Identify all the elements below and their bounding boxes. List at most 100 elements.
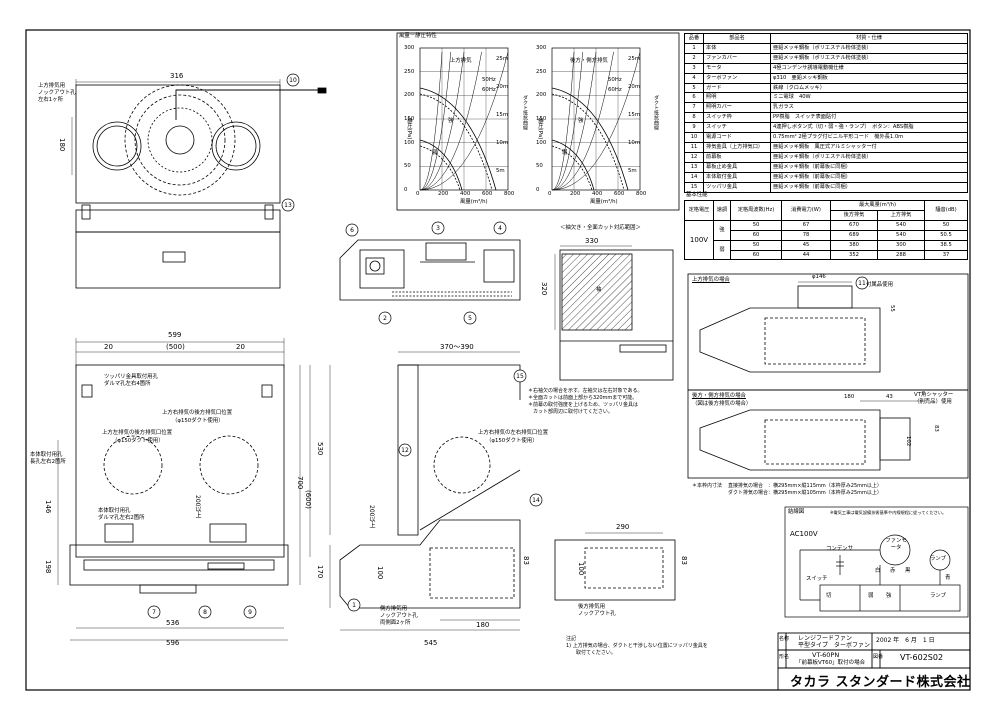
chart-curve-strong bbox=[419, 87, 497, 191]
accessory-label: 付属品使用 bbox=[866, 282, 893, 288]
dim-290: 290 bbox=[616, 523, 630, 531]
chart-left-side-label: ダクト抵抗曲線 bbox=[522, 95, 528, 130]
rear-exhaust-view bbox=[687, 389, 969, 479]
dim-180-top: 180 bbox=[58, 138, 66, 152]
chart-left-strong: 強 bbox=[448, 118, 454, 124]
dim-146: 146 bbox=[44, 500, 52, 514]
cut-note-4: カット部周辺に取付けてください。 bbox=[528, 409, 613, 415]
part-material: 亜鉛メッキ鋼板（ポリエステル粉体塗装） bbox=[770, 52, 968, 64]
callout-number: 4 bbox=[498, 225, 502, 232]
chart-curve-weak-60 bbox=[419, 145, 461, 191]
part-material: 乳ガラス bbox=[770, 102, 968, 114]
rear-exhaust-note: （図は後方排気の場合） bbox=[692, 401, 752, 407]
callout-circle bbox=[243, 605, 257, 619]
callout-circle bbox=[378, 311, 392, 325]
perf-cell: 380 bbox=[830, 239, 878, 251]
chart-y-tick: 0 bbox=[536, 187, 540, 193]
chart-length-label: 10m bbox=[496, 140, 509, 146]
cut-title: ＜袖欠き・全面カット対応範囲＞ bbox=[560, 225, 641, 231]
dim-55: 55 bbox=[889, 305, 895, 312]
front-rear-2: （φ150ダクト使用） bbox=[172, 418, 224, 424]
front-label-2: ダルマ孔左右4箇所 bbox=[104, 381, 151, 387]
chart-x-tick: 400 bbox=[592, 191, 603, 197]
callout-circle bbox=[398, 443, 412, 457]
part-name: ターボファン bbox=[703, 72, 771, 84]
part-no: 6 bbox=[684, 92, 704, 104]
knock-label-4: 後方排気用 bbox=[578, 604, 605, 610]
title-block-frame bbox=[777, 632, 971, 691]
dim-500: (500) bbox=[166, 343, 185, 351]
part-name: ファンカバー bbox=[703, 52, 771, 64]
parts-header-material: 材質・仕様 bbox=[770, 33, 968, 44]
wiring-lamp: ランプ bbox=[930, 556, 947, 562]
chart-left-series: 上方排気 bbox=[450, 58, 472, 64]
callout-number: 2 bbox=[383, 315, 387, 322]
wiring-off: 切 bbox=[826, 593, 832, 599]
section-view bbox=[339, 239, 521, 301]
cut-range-view bbox=[554, 245, 674, 381]
callout-number: 14 bbox=[532, 497, 540, 504]
rear-exhaust-title: 後方・側方排気の場合 bbox=[692, 393, 746, 399]
chart-x-tick: 0 bbox=[548, 191, 552, 197]
chart-left-legend-50: 50Hz bbox=[482, 77, 496, 83]
chart-length-label: 25m bbox=[628, 56, 641, 62]
title-drawing-label: 図番 bbox=[873, 654, 884, 660]
wiring-white: 白 bbox=[875, 568, 881, 574]
chart-y-tick: 50 bbox=[404, 163, 411, 170]
chart-curve-weak bbox=[551, 139, 595, 191]
perf-cell: 50 bbox=[730, 219, 782, 231]
part-name: スイッチ bbox=[703, 122, 771, 134]
perf-cell: 67 bbox=[781, 219, 831, 231]
callout-number: 3 bbox=[436, 225, 440, 232]
knock-label-1: 側方排気用 bbox=[380, 606, 407, 612]
callout-circle bbox=[345, 223, 359, 237]
caution-1: 注記 bbox=[566, 636, 577, 642]
performance-header: 定格電圧 速調 定格周波数(Hz) 消費電力(W) 最大風量(m³/h) 騒音(… bbox=[684, 200, 968, 221]
callout-circle bbox=[493, 221, 507, 235]
chart-right-weak: 弱 bbox=[562, 150, 568, 156]
rear-view bbox=[554, 532, 676, 601]
top-exhaust-view bbox=[687, 273, 969, 391]
chart-y-tick: 300 bbox=[404, 45, 415, 51]
perf-cell: 50 bbox=[730, 239, 782, 251]
part-material: φ310 亜鉛メッキ鋼板 bbox=[770, 72, 968, 84]
dim-180-right: 180 bbox=[844, 394, 855, 400]
frame-duct: ダクト排気の場合：横295mm×縦105mm（本枠厚み25mm以上） bbox=[728, 490, 882, 496]
chart-y-tick: 200 bbox=[536, 92, 547, 99]
chart-duct-curve bbox=[551, 51, 597, 191]
dim-20-right: 20 bbox=[236, 343, 245, 351]
dim-180-side: 180 bbox=[476, 621, 490, 629]
frame-label: ＊本枠内寸法 bbox=[692, 483, 723, 489]
chart-y-tick: 200 bbox=[404, 92, 415, 99]
title-date: 2002 年 6 月 1 日 bbox=[876, 637, 935, 644]
callout-circle bbox=[281, 198, 295, 212]
part-no: 1 bbox=[684, 42, 704, 54]
cut-note-1: ＊右袖欠の場合を示す。左袖欠は左右対象である。 bbox=[528, 388, 643, 394]
part-material: 0.75mm² 2極プラグ付ビニル平形コード 機外長1.0m bbox=[770, 132, 968, 143]
chart-length-label: 5m bbox=[496, 168, 505, 174]
dim-200-front: 200以上 bbox=[194, 495, 201, 519]
perf-weak: 弱 bbox=[713, 239, 731, 261]
dim-102: 102 bbox=[905, 436, 911, 447]
perf-cell: 50.5 bbox=[924, 229, 968, 241]
dim-596: 596 bbox=[166, 639, 180, 647]
perf-h-airflow: 最大風量(m³/h) bbox=[830, 200, 925, 211]
chart-duct-curve bbox=[419, 51, 482, 191]
perf-h-freq: 定格周波数(Hz) bbox=[730, 200, 782, 221]
perf-cell: 50 bbox=[924, 219, 968, 231]
top-label-3: 左右1ヶ所 bbox=[38, 97, 63, 103]
perf-cell: 38.5 bbox=[924, 239, 968, 251]
chart-y-tick: 50 bbox=[536, 163, 543, 170]
part-no: 4 bbox=[684, 72, 704, 84]
chart-curve-weak bbox=[419, 139, 463, 191]
chart-y-tick: 100 bbox=[536, 139, 547, 146]
chart-duct-curve bbox=[419, 51, 443, 191]
chart-curve-strong bbox=[551, 87, 629, 191]
part-material: 鉄線（クロムメッキ） bbox=[770, 82, 968, 94]
